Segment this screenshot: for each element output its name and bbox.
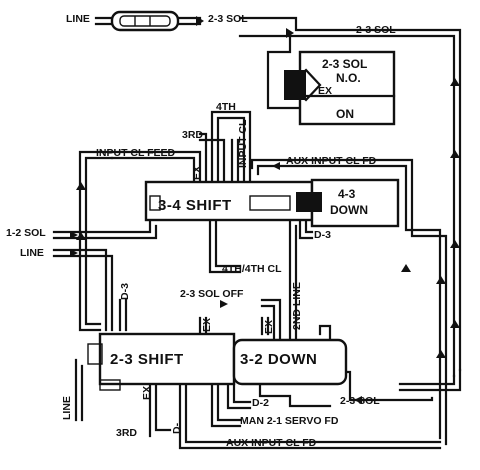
fluid-passages — [52, 16, 462, 450]
valve-32-down — [232, 338, 348, 386]
label-23-sol-box: 2-3 SOL — [322, 57, 367, 71]
label-23-shift: 2-3 SHIFT — [110, 351, 184, 368]
label-man-21-servo-fd: MAN 2-1 SERVO FD — [240, 415, 339, 427]
label-aux-input-cl-fd-top: AUX INPUT CL FD — [286, 155, 377, 167]
label-input-cl: INPUT CL — [237, 119, 249, 168]
label-d3-mid: D-3 — [119, 283, 131, 300]
label-4th: 4TH — [216, 101, 236, 113]
label-3rd-top: 3RD — [182, 129, 203, 141]
label-43-down-b: DOWN — [330, 203, 368, 217]
label-3rd-bottom: 3RD — [116, 427, 137, 439]
label-d3-right: D-3 — [314, 229, 331, 241]
solenoid-23-box — [284, 50, 396, 126]
valve-23-shift — [87, 332, 236, 391]
label-on: ON — [336, 107, 354, 121]
label-2nd-line: 2ND LINE — [291, 282, 303, 330]
valve-34-shift — [144, 180, 314, 222]
label-4th-4th-cl: 4TH/4TH CL — [222, 263, 282, 275]
label-34-shift: 3-4 SHIFT — [158, 197, 232, 214]
label-line-bottom: LINE — [61, 396, 73, 420]
label-23-sol-top: 2-3 SOL — [208, 13, 248, 25]
valve-43-down — [296, 178, 400, 228]
label-ex-bottom: EX — [141, 386, 153, 400]
label-12-sol: 1-2 SOL — [6, 227, 46, 239]
label-ex-right: EX — [263, 320, 275, 334]
label-23-sol-top-right: 2-3 SOL — [356, 24, 396, 36]
solenoid-plug — [110, 10, 180, 32]
label-23-sol-no: N.O. — [336, 71, 361, 85]
flow-arrows — [70, 16, 460, 404]
label-ex-left: EX — [201, 318, 213, 332]
label-23-sol-bottom: 2-3 SOL — [340, 395, 380, 407]
label-d-bottom: D- — [171, 422, 183, 434]
label-ex-34: EX — [191, 166, 203, 180]
label-32-down: 3-2 DOWN — [240, 351, 317, 368]
label-line-top: LINE — [66, 13, 90, 25]
label-line-left: LINE — [20, 247, 44, 259]
diagram-labels: LINE 2-3 SOL 2-3 SOL 2-3 SOL N.O. EX ON … — [6, 13, 396, 449]
label-23-sol-off: 2-3 SOL OFF — [180, 288, 244, 300]
label-input-cl-feed: INPUT CL FEED — [96, 147, 176, 159]
label-d2: D-2 — [252, 397, 269, 409]
label-aux-input-cl-fd-bottom: AUX INPUT CL FD — [226, 437, 317, 449]
label-ex-solenoid: EX — [318, 85, 332, 97]
label-43-down-a: 4-3 — [338, 187, 356, 201]
